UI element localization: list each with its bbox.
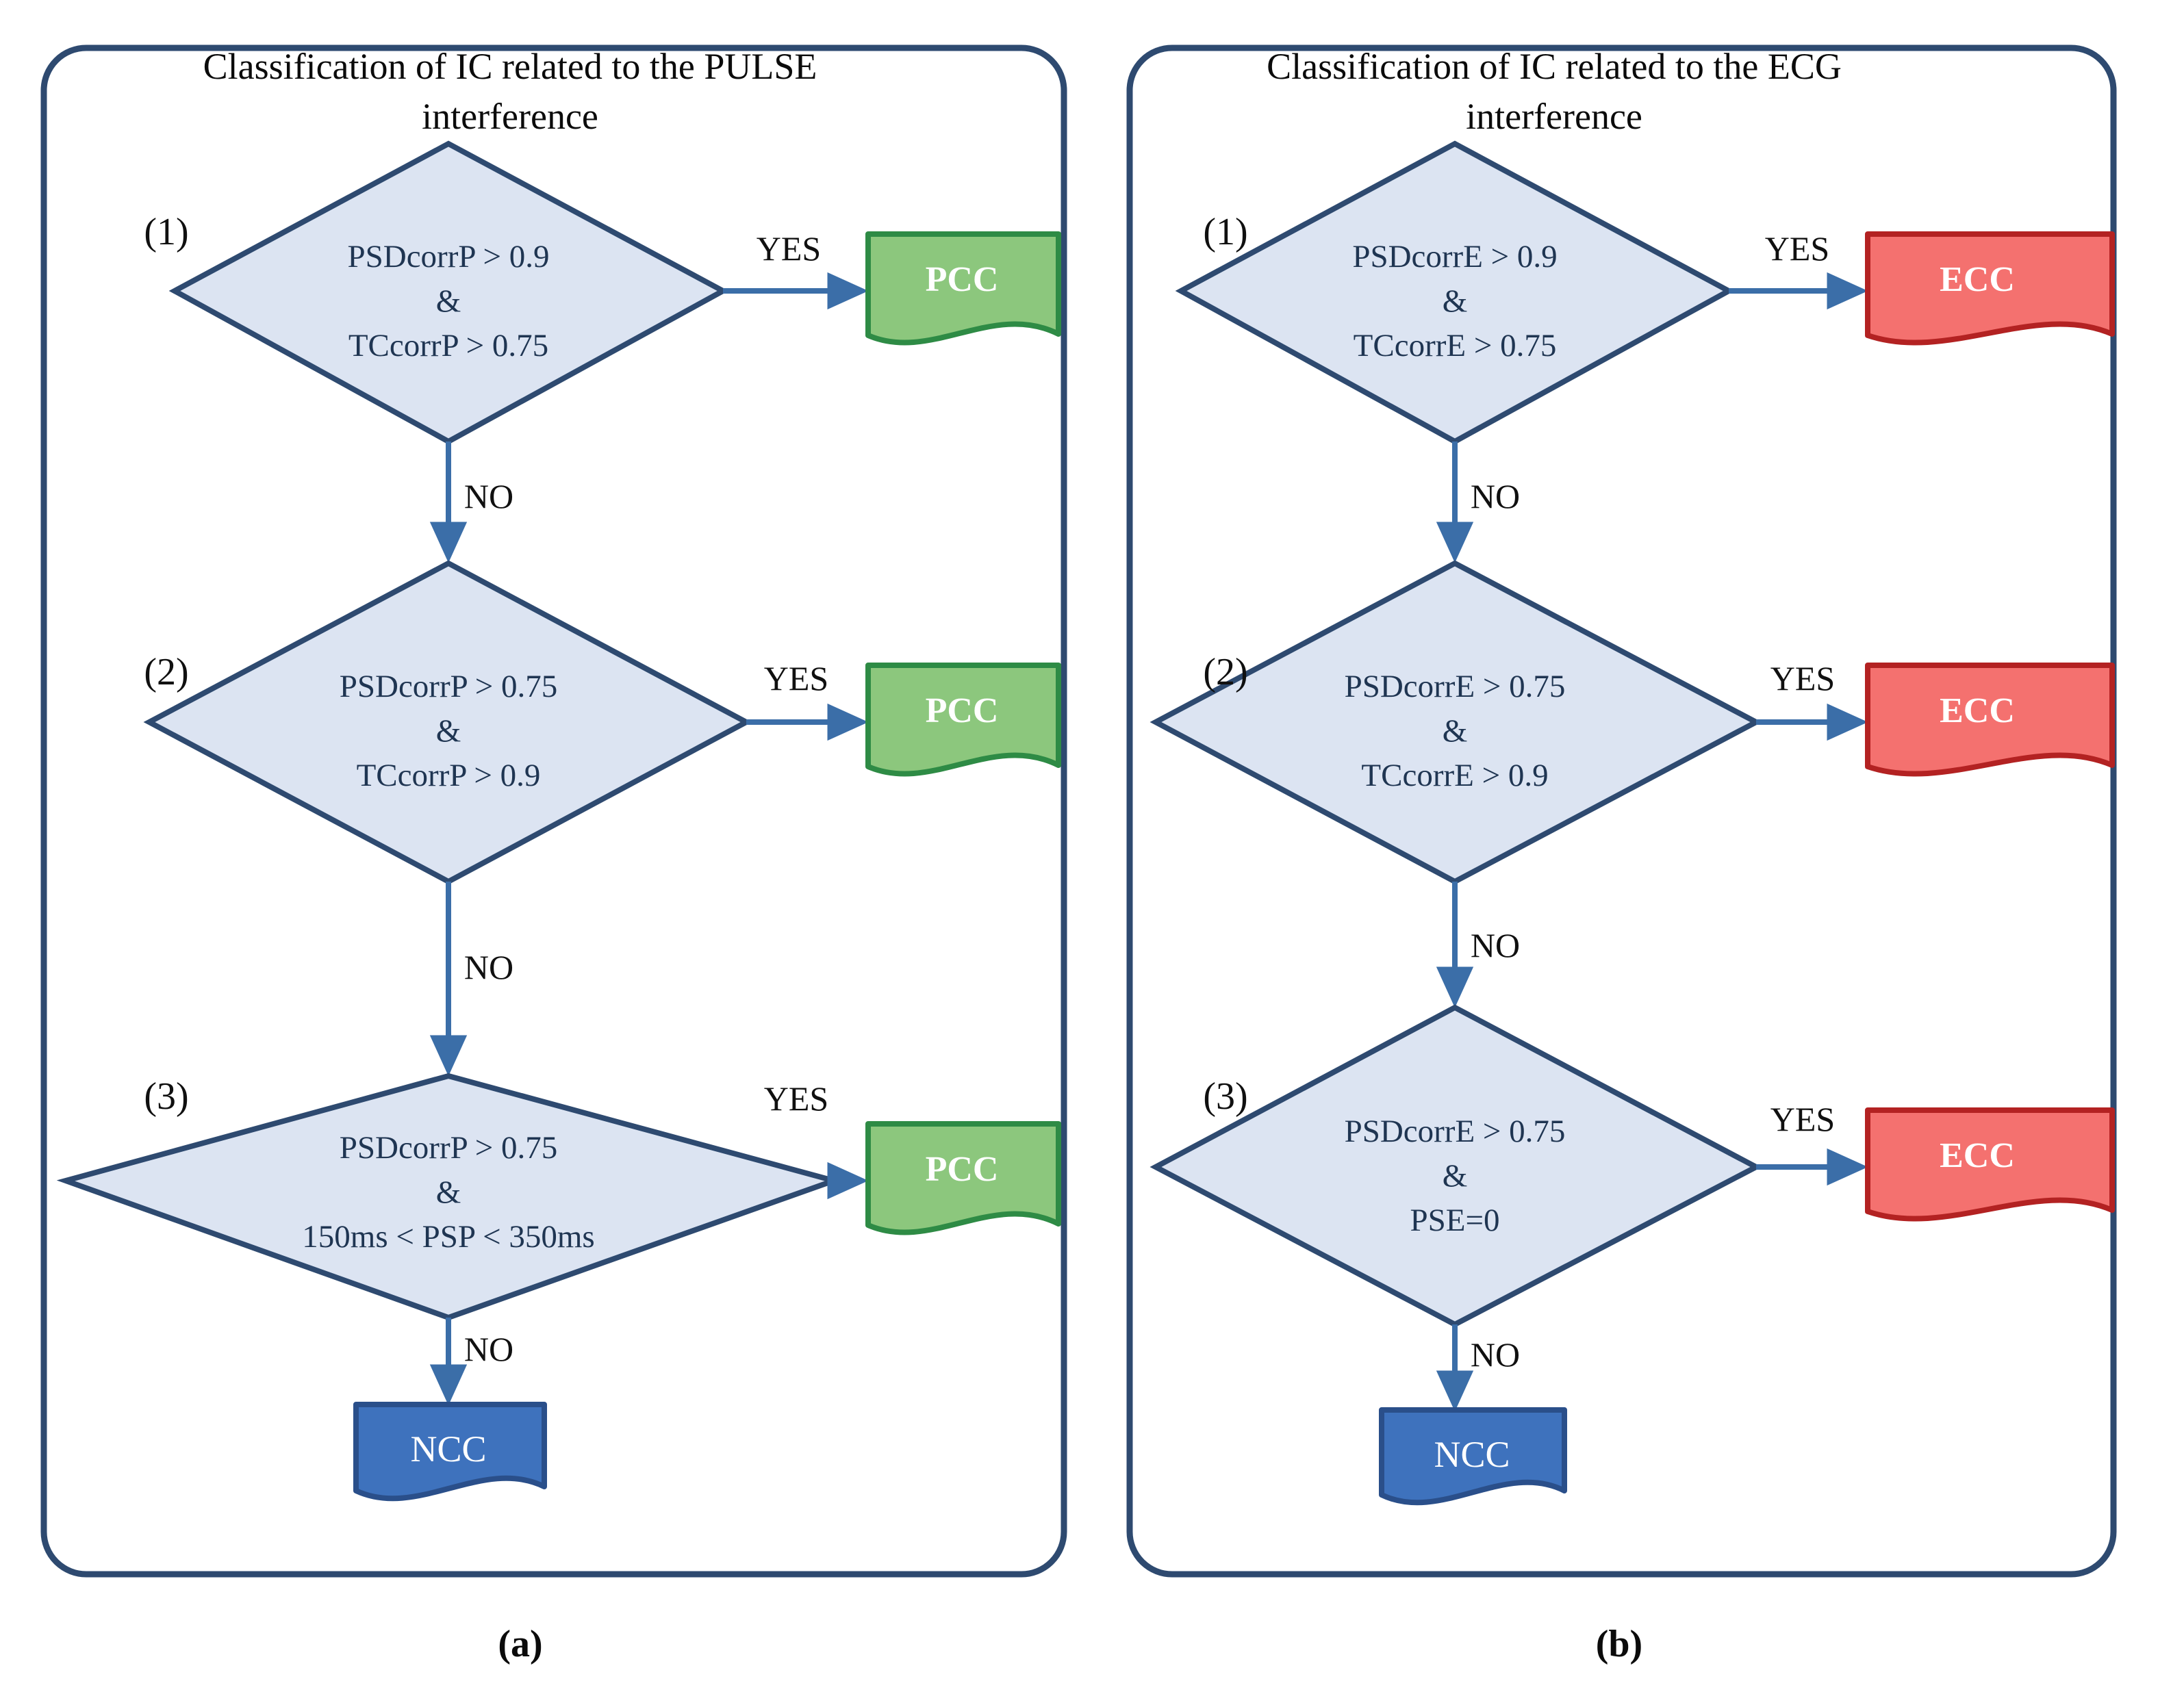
label-b3-yes: YES — [1770, 1100, 1835, 1138]
condition-b1-line1: PSDcorrE > 0.9 — [1352, 239, 1557, 274]
label-a3-no: NO — [464, 1330, 513, 1368]
result-box-b2-ecc[interactable] — [1865, 663, 2115, 777]
condition-a2-line3: TCcorrP > 0.9 — [357, 758, 541, 793]
condition-b1-line3: TCcorrE > 0.75 — [1354, 328, 1557, 363]
result-box-b-ncc[interactable] — [1379, 1407, 1567, 1506]
label-b1-yes: YES — [1765, 229, 1829, 268]
panel-a-step-2: (2) PSDcorrP > 0.75 & TCcorrP > 0.9 YES … — [143, 560, 1061, 1077]
label-a3-yes: YES — [764, 1079, 828, 1118]
panel-b-caption: (b) — [1596, 1623, 1642, 1665]
label-b3-no: NO — [1471, 1335, 1520, 1374]
step-number-a2: (2) — [144, 651, 188, 693]
panel-a-step-1: (1) PSDcorrP > 0.9 & TCcorrP > 0.75 YES … — [144, 140, 1061, 563]
result-box-b3-ecc[interactable] — [1865, 1107, 2115, 1222]
result-label-b2: ECC — [1940, 691, 2015, 730]
label-b2-no: NO — [1471, 926, 1520, 964]
step-number-a1: (1) — [144, 211, 188, 253]
panel-a-title-line1: Classification of IC related to the PULS… — [203, 46, 817, 87]
condition-b3-line3: PSE=0 — [1410, 1203, 1500, 1238]
condition-a3-line3: 150ms < PSP < 350ms — [302, 1219, 594, 1255]
label-b2-yes: YES — [1770, 659, 1835, 697]
result-label-a1: PCC — [926, 260, 999, 299]
panel-b-border — [1126, 44, 2117, 1578]
result-label-a2: PCC — [926, 691, 999, 730]
condition-b3-line2: & — [1443, 1158, 1468, 1194]
condition-b3-line1: PSDcorrE > 0.75 — [1345, 1114, 1566, 1149]
result-label-b3: ECC — [1940, 1136, 2015, 1175]
panel-b-step-2: (2) PSDcorrE > 0.75 & TCcorrE > 0.9 YES … — [1150, 560, 2115, 1008]
result-label-b-ncc: NCC — [1434, 1434, 1510, 1475]
step-number-b2: (2) — [1203, 651, 1247, 693]
panel-b-title-line1: Classification of IC related to the ECG — [1267, 46, 1842, 87]
panel-b-step-3: (3) PSDcorrE > 0.75 & PSE=0 YES ECC NO — [1150, 1004, 2115, 1412]
result-label-a-ncc: NCC — [410, 1428, 486, 1470]
step-number-a3: (3) — [144, 1075, 188, 1118]
panel-b-title-line2: interference — [1466, 96, 1642, 137]
panel-a-step-3: (3) PSDcorrP > 0.75 & 150ms < PSP < 350m… — [56, 1073, 1061, 1406]
label-a1-no: NO — [464, 477, 513, 515]
step-number-b3: (3) — [1203, 1075, 1247, 1118]
result-label-a3: PCC — [926, 1150, 999, 1189]
result-box-a1-pcc[interactable] — [865, 231, 1061, 346]
condition-a1-line3: TCcorrP > 0.75 — [348, 328, 548, 363]
condition-b2-line3: TCcorrE > 0.9 — [1361, 758, 1548, 793]
condition-b1-line2: & — [1443, 283, 1468, 319]
label-a1-yes: YES — [757, 229, 821, 268]
result-box-a3-pcc[interactable] — [865, 1121, 1061, 1235]
condition-a3-line2: & — [436, 1175, 461, 1210]
result-box-b1-ecc[interactable] — [1865, 231, 2115, 346]
label-b1-no: NO — [1471, 477, 1520, 515]
panel-b: Classification of IC related to the ECG … — [1126, 44, 2117, 1665]
condition-a3-line1: PSDcorrP > 0.75 — [340, 1130, 558, 1166]
panel-a-border — [40, 44, 1067, 1578]
condition-a2-line1: PSDcorrP > 0.75 — [340, 669, 558, 704]
panel-b-step-1: (1) PSDcorrE > 0.9 & TCcorrE > 0.75 YES … — [1175, 140, 2115, 563]
condition-a1-line1: PSDcorrP > 0.9 — [347, 239, 549, 274]
label-a2-yes: YES — [764, 659, 828, 697]
panel-a: Classification of IC related to the PULS… — [40, 44, 1067, 1665]
condition-a1-line2: & — [436, 283, 461, 319]
result-box-a-ncc[interactable] — [353, 1402, 547, 1502]
panel-a-title-line2: interference — [422, 96, 598, 137]
condition-b2-line2: & — [1443, 713, 1468, 749]
result-box-a2-pcc[interactable] — [865, 663, 1061, 777]
panel-a-caption: (a) — [498, 1623, 542, 1665]
label-a2-no: NO — [464, 948, 513, 986]
result-label-b1: ECC — [1940, 260, 2015, 299]
condition-b2-line1: PSDcorrE > 0.75 — [1345, 669, 1566, 704]
step-number-b1: (1) — [1203, 211, 1247, 253]
condition-a2-line2: & — [436, 713, 461, 749]
